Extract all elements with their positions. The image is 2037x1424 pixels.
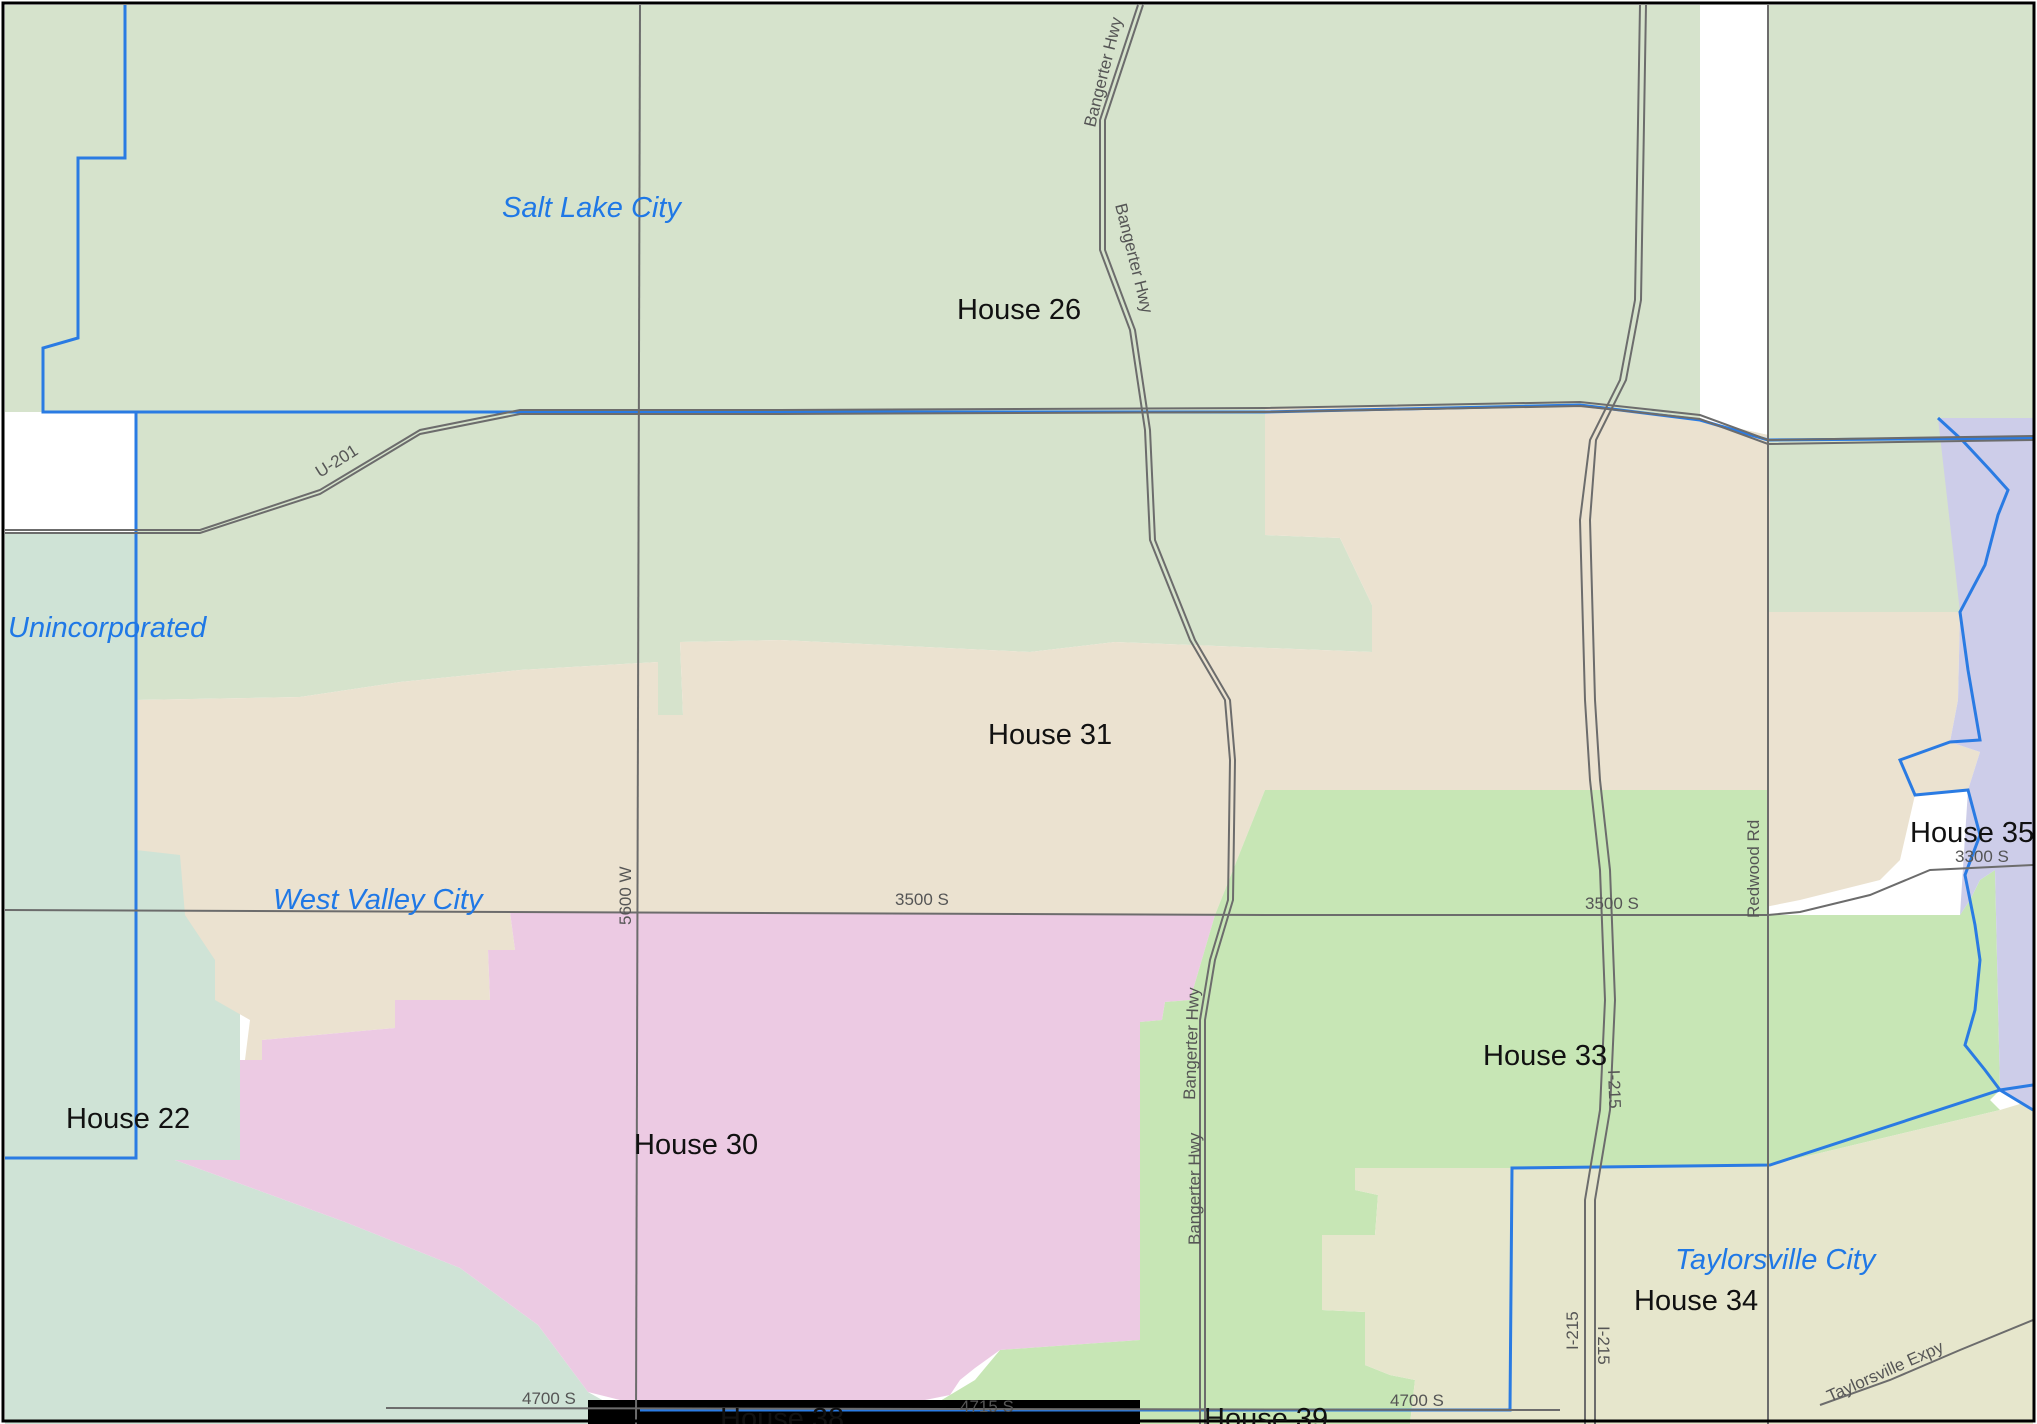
road-3500s (4, 864, 2034, 916)
city-label-west-valley-city: West Valley City (273, 884, 484, 916)
road-label-i215-b: I-215 (1563, 1311, 1582, 1350)
taylorsville-boundary (1897, 416, 2034, 1112)
district-labels: House 26 House 31 House 30 House 33 Hous… (66, 294, 2034, 1424)
district-label-30[interactable]: House 30 (634, 1129, 758, 1161)
district-label-38[interactable]: House 38 (720, 1403, 844, 1424)
road-label-3300s: 3300 S (1955, 847, 2009, 866)
district-fills (5, 5, 2033, 1424)
road-label-bangerter-4: Bangerter Hwy (1185, 1132, 1204, 1245)
road-u201-b (5, 404, 2034, 534)
district-34-area[interactable] (1322, 1100, 2033, 1424)
road-network (4, 4, 2034, 1424)
district-33-area[interactable] (925, 790, 2000, 1424)
road-label-i215-c: I-215 (1594, 1326, 1613, 1365)
road-label-4700s-a: 4700 S (522, 1389, 576, 1408)
road-i215-b (1588, 4, 1647, 1424)
road-bangerter-b (1104, 4, 1237, 1424)
district-22-area[interactable] (5, 532, 620, 1424)
city-label-taylorsville-city: Taylorsville City (1675, 1244, 1877, 1276)
district-30-area[interactable] (175, 912, 1215, 1410)
road-label-redwood: Redwood Rd (1744, 820, 1763, 918)
district-35-area[interactable] (1938, 418, 2033, 1110)
district-label-33[interactable]: House 33 (1483, 1040, 1607, 1072)
road-label-4715s: 4715 S (960, 1397, 1014, 1416)
road-label-4700s-b: 4700 S (1390, 1391, 1444, 1410)
district-label-26[interactable]: House 26 (957, 294, 1081, 326)
road-4700s (385, 1407, 1561, 1411)
district-26-main[interactable] (5, 5, 1700, 715)
road-bangerter (1099, 4, 1232, 1424)
road-label-3500s-a: 3500 S (895, 890, 949, 909)
district-38-area[interactable] (588, 1400, 1140, 1424)
road-i215 (1578, 4, 1641, 1424)
city-labels: Salt Lake City Unincorporated West Valle… (8, 192, 1877, 1276)
road-vertical-5600w (635, 4, 641, 1424)
district-label-31[interactable]: House 31 (988, 719, 1112, 751)
road-label-5600w: 5600 W (616, 866, 635, 925)
west-valley-boundary (5, 412, 138, 1160)
district-label-39[interactable]: House 39 (1204, 1403, 1328, 1424)
city-label-unincorporated: Unincorporated (8, 612, 207, 644)
road-u201 (5, 400, 2034, 531)
city-label-salt-lake-city: Salt Lake City (502, 192, 682, 224)
district-26-area[interactable] (5, 5, 2033, 612)
road-label-i215-a: I-215 (1604, 1069, 1624, 1108)
road-taylorsville-expy (1819, 1319, 2034, 1406)
road-label-bangerter-3: Bangerter Hwy (1180, 987, 1203, 1101)
road-label-3500s-b: 3500 S (1585, 894, 1639, 913)
district-label-34[interactable]: House 34 (1634, 1285, 1758, 1317)
district-label-35[interactable]: House 35 (1910, 817, 2034, 849)
district-label-22[interactable]: House 22 (66, 1103, 190, 1135)
